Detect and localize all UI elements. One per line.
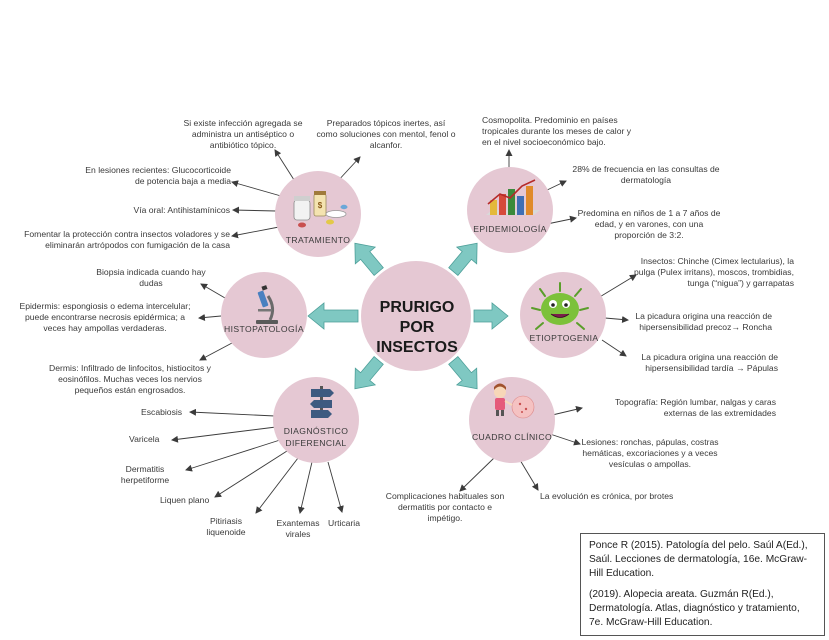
bar-chart-icon — [486, 179, 540, 215]
label-histopatologia: HISTOPATOLOGÍA — [224, 324, 304, 334]
label-diagnostico-2: DIFERENCIAL — [285, 438, 347, 448]
connector-line — [232, 206, 277, 214]
connector-line — [198, 313, 222, 321]
cuadro-clinico-item-2: Lesiones: ronchas, pápulas, costras hemá… — [581, 437, 719, 469]
tratamiento-item-1: Si existe infección agregada se administ… — [183, 118, 303, 150]
connector-line — [546, 215, 577, 225]
reference-2: (2019). Alopecia areata. Guzmán R(Ed.), … — [589, 589, 800, 628]
connector-line — [189, 408, 276, 417]
epidemiologia-item-2: 28% de frecuencia en las consultas de de… — [572, 164, 720, 185]
histopatologia-item-3: Dermis: Infiltrado de linfocitos, histio… — [49, 363, 211, 395]
epidemiologia-item-1: Cosmopolita. Predominio en países tropic… — [482, 115, 632, 147]
diagnostico-item-4: Liquen plano — [160, 495, 210, 505]
connector-line — [327, 461, 344, 513]
connector-line — [297, 461, 313, 514]
connector-line — [519, 459, 539, 491]
diagnostico-item-2: Varicela — [129, 434, 160, 444]
connector-line — [255, 457, 299, 514]
connector-line — [549, 433, 581, 446]
diagnostico-item-3: Dermatitis herpetiforme — [120, 464, 170, 485]
node-histopatologia[interactable] — [221, 272, 307, 358]
center-title: PRURIGO POR INSECTOS — [362, 298, 472, 358]
label-etiopatogenia: ETIOPTOGENIA — [529, 333, 599, 343]
branch-arrow — [354, 356, 384, 390]
signpost-icon — [310, 386, 334, 418]
node-cuadro-clinico[interactable] — [469, 377, 555, 463]
connector-line — [214, 450, 288, 498]
reference-1: Ponce R (2015). Patología del pelo. Saúl… — [589, 540, 808, 579]
cuadro-clinico-item-4: Complicaciones habituales son dermatitis… — [385, 491, 505, 523]
connector-line — [601, 339, 627, 357]
pills-icon: $ — [293, 191, 348, 228]
connector-line — [231, 180, 282, 197]
connector-line — [231, 226, 280, 239]
histopatologia-item-1: Biopsia indicada cuando hay dudas — [96, 267, 206, 288]
connector-line — [274, 149, 297, 184]
center-title-line1: PRURIGO POR — [379, 299, 455, 336]
etiopatogenia-item-2: La picadura origina una reacción de hipe… — [635, 311, 772, 332]
branch-arrow — [354, 242, 384, 276]
branch-arrow — [448, 356, 478, 390]
histopatologia-item-2: Epidermis: espongiosis o edema intercelu… — [19, 301, 191, 333]
epidemiologia-item-3: Predomina en niños de 1 a 7 años de edad… — [577, 208, 721, 240]
diagnostico-item-5: Pitiriasis liquenoide — [206, 516, 246, 537]
microscope-icon — [256, 285, 278, 324]
center-node[interactable] — [361, 261, 471, 371]
branch-arrow — [307, 302, 359, 330]
main-branch-arrows — [307, 242, 509, 390]
connector-line — [544, 180, 567, 192]
connector-line — [597, 274, 637, 299]
diagnostico-item-6: Exantemas virales — [276, 518, 320, 539]
label-diagnostico-1: DIAGNÓSTICO — [283, 426, 349, 436]
connector-line — [185, 439, 281, 472]
scratching-child-icon — [494, 383, 535, 419]
connector-line — [604, 315, 629, 323]
references-box: Ponce R (2015). Patología del pelo. Saúl… — [580, 533, 825, 636]
tratamiento-item-2: Preparados tópicos inertes, así como sol… — [316, 118, 456, 150]
svg-text:$: $ — [318, 201, 323, 210]
germ-icon — [531, 282, 589, 330]
etiopatogenia-item-1: Insectos: Chinche (Cimex lectularius), l… — [634, 256, 794, 288]
label-epidemiologia: EPIDEMIOLOGÍA — [473, 224, 547, 234]
diagnostico-item-7: Urticaria — [328, 518, 360, 528]
connector-line — [459, 457, 495, 492]
cuadro-clinico-item-3: La evolución es crónica, por brotes — [540, 491, 674, 501]
tratamiento-item-5: Fomentar la protección contra insectos v… — [24, 229, 230, 250]
label-cuadro-clinico: CUADRO CLÍNICO — [471, 432, 553, 442]
connector-line — [171, 426, 277, 443]
branch-arrow — [448, 242, 478, 276]
tratamiento-item-4: Vía oral: Antihistamínicos — [133, 205, 231, 215]
connector-line — [199, 342, 233, 361]
diagnostico-item-1: Escabiosis — [141, 407, 183, 417]
center-title-line2: INSECTOS — [376, 339, 458, 356]
branch-arrow — [473, 302, 509, 330]
cuadro-clinico-item-1: Topografía: Región lumbar, nalgas y cara… — [615, 397, 776, 418]
node-diagnostico[interactable] — [273, 377, 359, 463]
tratamiento-item-3: En lesiones recientes: Glucocorticoide d… — [85, 165, 231, 186]
label-tratamiento: TRATAMIENTO — [285, 235, 351, 245]
etiopatogenia-item-3: La picadura origina una reacción de hipe… — [641, 352, 778, 373]
connector-line — [200, 283, 226, 299]
